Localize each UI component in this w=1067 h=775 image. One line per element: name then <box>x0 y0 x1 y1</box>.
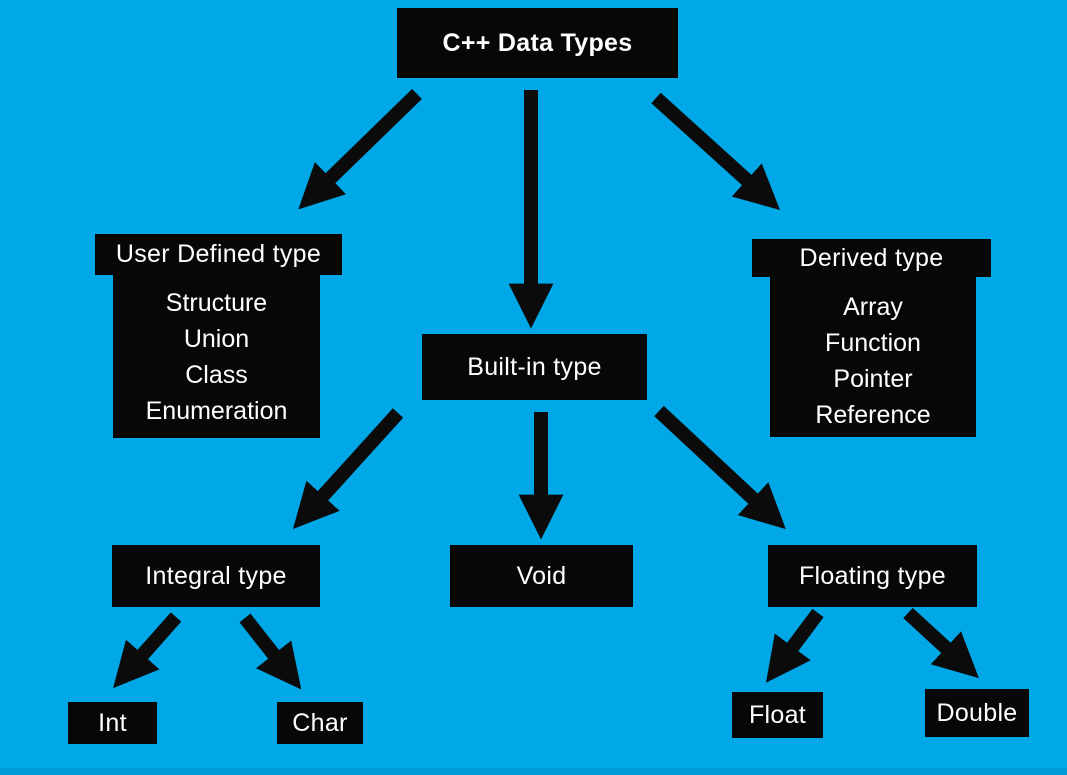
node-float: Float <box>732 692 823 738</box>
node-void: Void <box>450 545 633 607</box>
list-item: Array <box>843 293 903 321</box>
list-item: Class <box>185 361 248 389</box>
arrow-floating-to-float <box>765 608 824 683</box>
list-item: Pointer <box>833 365 913 393</box>
arrow-integral-to-char <box>239 613 302 690</box>
list-item: Function <box>825 329 921 357</box>
arrow-built-in-to-floating <box>654 405 786 530</box>
list-item: Reference <box>815 401 931 429</box>
user-defined-type-list: Structure Union Class Enumeration <box>113 275 320 438</box>
arrow-floating-to-double <box>903 607 979 679</box>
node-user-defined-type: User Defined type <box>95 234 342 275</box>
node-floating-type: Floating type <box>768 545 977 607</box>
arrow-integral-to-int <box>113 612 182 689</box>
node-derived-type: Derived type <box>752 239 991 277</box>
list-item: Structure <box>165 289 268 317</box>
derived-type-list: Array Function Pointer Reference <box>770 277 976 437</box>
node-built-in-type: Built-in type <box>422 334 647 400</box>
node-root: C++ Data Types <box>397 8 678 78</box>
node-int: Int <box>68 702 157 744</box>
bottom-edge-strip <box>0 768 1067 775</box>
arrow-root-to-derived <box>651 92 780 211</box>
list-item: Enumeration <box>145 397 288 425</box>
arrow-root-to-user-defined <box>298 88 422 210</box>
node-char: Char <box>277 702 363 744</box>
node-integral-type: Integral type <box>112 545 320 607</box>
node-double: Double <box>925 689 1029 737</box>
list-item: Union <box>183 325 250 353</box>
arrow-built-in-to-integral <box>292 408 404 529</box>
